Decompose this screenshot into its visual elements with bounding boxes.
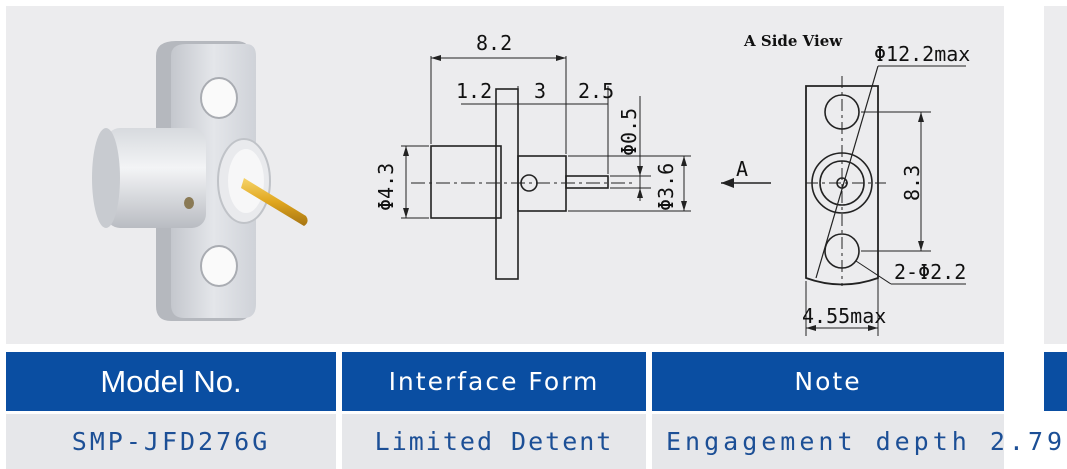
dim-1-2: 1.2 [456,79,492,103]
dim-pin-dia: Φ0.5 [617,108,641,156]
header-model-no: Model No. [6,352,336,411]
view-arrow-label: A [736,157,748,181]
dim-total-length: 8.2 [476,31,512,55]
dim-insulator-dia: Φ3.6 [654,163,678,211]
product-image-panel: 8.2 1.2 3 2.5 Φ4.3 Φ0.5 Φ3.6 A A Side Vi… [6,6,1004,344]
side-view-label: A Side View [743,32,843,50]
table-header-row: Model No. Interface Form Note [0,352,1067,411]
dim-hole-dia: 2-Φ2.2 [894,260,966,284]
cell-interface-form: Limited Detent [342,414,646,469]
connector-photo [92,41,308,321]
cell-model-no: SMP-JFD276G [6,414,336,469]
dim-flange-width: 4.55max [802,304,886,328]
header-note: Note [652,352,1004,411]
dim-flange-dia: Φ12.2max [874,42,970,66]
dim-3: 3 [534,79,546,103]
adjacent-panel-edge [1044,6,1067,344]
dim-body-dia: Φ4.3 [374,163,398,211]
header-overflow-cell [1044,352,1067,411]
dim-2-5: 2.5 [578,79,614,103]
cell-note: Engagement depth 2.79 [652,414,1062,469]
header-interface-form: Interface Form [342,352,646,411]
table-row: SMP-JFD276G Limited Detent Engagement de… [0,414,1067,469]
technical-drawing: 8.2 1.2 3 2.5 Φ4.3 Φ0.5 Φ3.6 A A Side Vi… [374,31,970,336]
dim-hole-spacing: 8.3 [900,165,924,201]
